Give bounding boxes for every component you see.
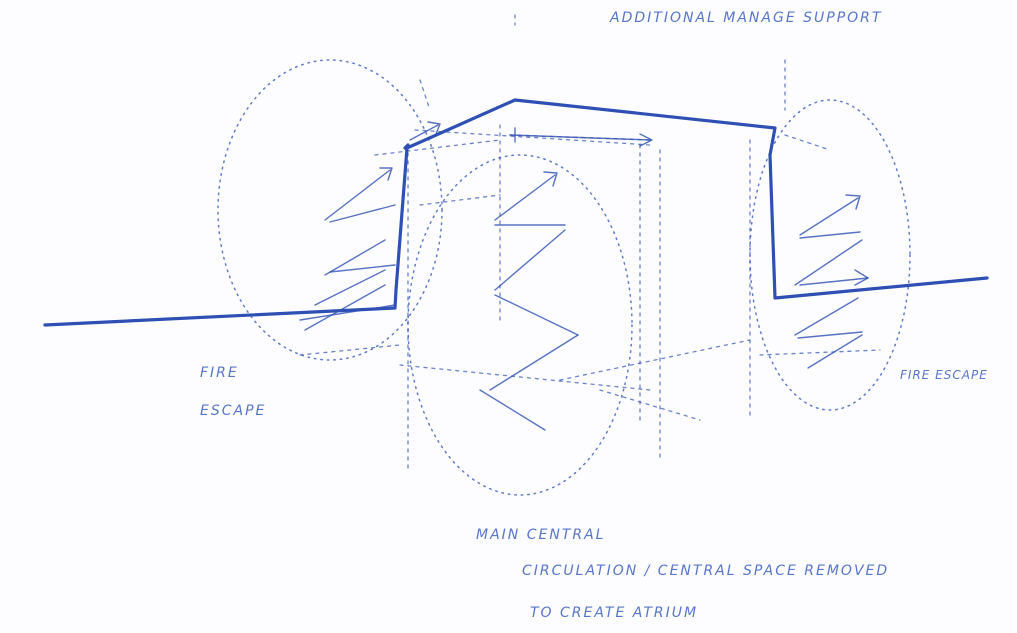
center-ellipse	[408, 155, 632, 495]
left-stair-arrows	[300, 122, 440, 330]
left-escape-label-line2: ESCAPE	[200, 403, 266, 419]
left-escape-label-line1: FIRE	[200, 365, 239, 381]
construction-lines	[300, 15, 880, 470]
top-label: ADDITIONAL MANAGE SUPPORT	[610, 10, 882, 26]
main-label-line2: CIRCULATION / CENTRAL SPACE REMOVED	[522, 563, 889, 579]
right-stair-arrows	[795, 195, 868, 368]
right-escape-label: FIRE ESCAPE	[900, 368, 988, 382]
center-stair-arrows	[480, 172, 578, 430]
main-label-line3: TO CREATE ATRIUM	[530, 605, 698, 621]
main-label-line1: MAIN CENTRAL	[476, 527, 605, 543]
section-outline	[45, 100, 987, 325]
section-joint	[405, 145, 408, 148]
